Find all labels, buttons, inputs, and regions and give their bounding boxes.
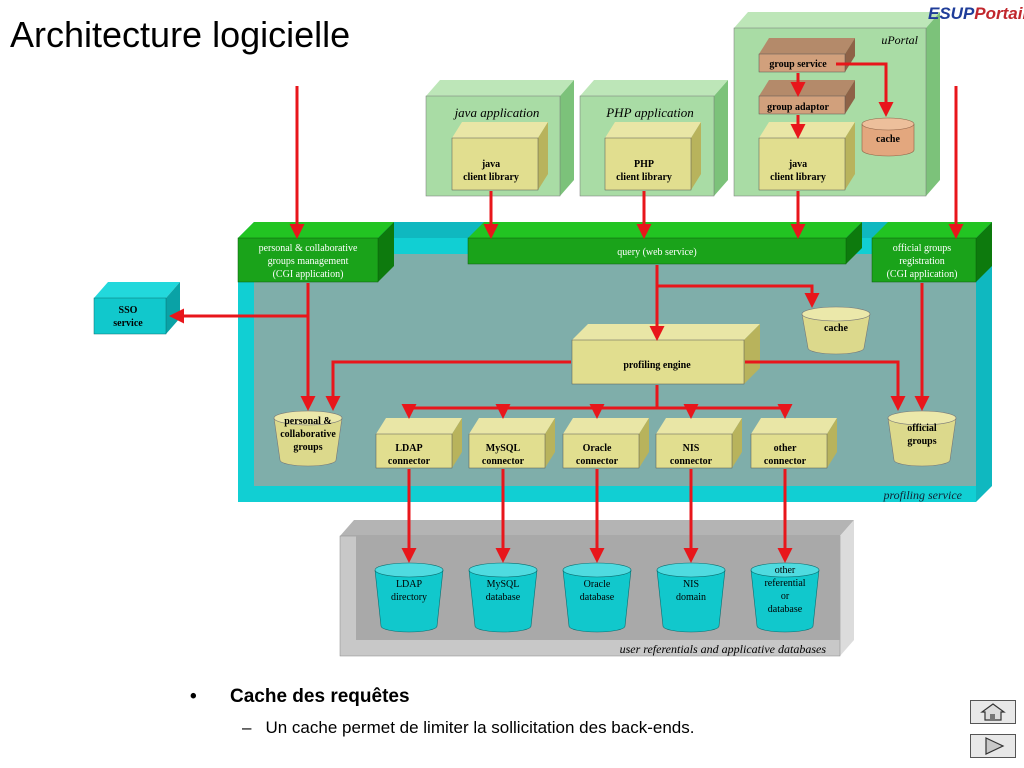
- database-oracle: Oracle database: [562, 562, 632, 633]
- java-client-library-box: java client library: [451, 122, 548, 191]
- ogr-label-3: (CGI application): [887, 269, 958, 280]
- sso-label-2: service: [113, 318, 143, 329]
- database-ldap-label-2: directory: [391, 592, 427, 603]
- play-next-icon: [985, 737, 1005, 755]
- java-client-label-2: client library: [463, 172, 519, 183]
- esup-portail-logo: ESUPPortail: [928, 4, 1024, 24]
- connector-nis: NIS connector: [655, 418, 742, 469]
- database-ldap: LDAP directory: [374, 562, 444, 633]
- group-adaptor-label: group adaptor: [767, 102, 829, 113]
- php-client-label-2: client library: [616, 172, 672, 183]
- database-other-label-3: or: [781, 591, 790, 602]
- database-nis: NIS domain: [656, 562, 726, 633]
- database-ldap-label-1: LDAP: [396, 579, 423, 590]
- java-application-container: java application: [425, 80, 574, 197]
- connector-ldap-label-2: connector: [388, 456, 431, 467]
- connector-oracle-label-1: Oracle: [583, 443, 612, 454]
- java-application-label: java application: [453, 105, 540, 120]
- slide-title: Architecture logicielle: [10, 14, 351, 55]
- next-slide-button[interactable]: [970, 734, 1016, 758]
- sso-service-box: SSO service: [93, 282, 180, 335]
- uportal-cache: cache: [861, 117, 915, 157]
- connector-ldap-label-1: LDAP: [395, 443, 422, 454]
- java-client-label-1: java: [481, 159, 500, 170]
- bullet-sub: –Un cache permet de limiter la sollicita…: [242, 718, 694, 738]
- uportal-label: uPortal: [881, 33, 918, 47]
- group-adaptor-box: group adaptor: [758, 80, 855, 115]
- connector-mysql-label-1: MySQL: [486, 443, 521, 454]
- profiling-cache-label: cache: [824, 323, 848, 334]
- profiling-engine-label: profiling engine: [623, 360, 691, 371]
- database-other: other referential or database: [750, 562, 820, 633]
- profiling-cache: cache: [801, 306, 871, 355]
- official-groups-label-2: groups: [907, 436, 936, 447]
- connector-other: other connector: [750, 418, 837, 469]
- arrow-engine-to-ldap: [401, 385, 659, 419]
- uportal-java-label-2: client library: [770, 172, 826, 183]
- connector-mysql: MySQL connector: [468, 418, 555, 469]
- home-button[interactable]: [970, 700, 1016, 724]
- connector-mysql-label-2: connector: [482, 456, 525, 467]
- connector-oracle: Oracle connector: [562, 418, 649, 469]
- uportal-java-label-1: java: [788, 159, 807, 170]
- personal-groups-label-2: collaborative: [280, 429, 336, 440]
- pgm-label-3: (CGI application): [273, 269, 344, 280]
- uportal-java-client-library-box: java client library: [758, 122, 855, 191]
- database-mysql-label-2: database: [486, 592, 521, 603]
- database-oracle-label-2: database: [580, 592, 615, 603]
- profiling-engine-box: profiling engine: [571, 324, 760, 385]
- arrow-engine-to-other: [657, 404, 793, 419]
- query-web-service-box: query (web service): [467, 222, 862, 265]
- arrow-engine-to-personal-groups: [325, 360, 571, 411]
- connector-ldap: LDAP connector: [375, 418, 462, 469]
- database-nis-label-1: NIS: [683, 579, 699, 590]
- connector-nis-label-1: NIS: [683, 443, 700, 454]
- personal-groups-db: personal & collaborative groups: [273, 410, 343, 467]
- connector-oracle-label-2: connector: [576, 456, 619, 467]
- personal-groups-label-3: groups: [293, 442, 322, 453]
- pgm-label-1: personal & collaborative: [259, 243, 358, 254]
- connector-other-label-1: other: [774, 443, 797, 454]
- logo-part-2: Portail: [974, 4, 1024, 23]
- arrow-group-service-to-cache: [836, 62, 894, 117]
- arrow-engine-to-official-groups: [745, 360, 906, 411]
- personal-groups-label-1: personal &: [284, 416, 332, 427]
- bullet-dot: •: [190, 686, 197, 707]
- database-other-label-2: referential: [764, 578, 805, 589]
- group-service-label: group service: [769, 59, 827, 70]
- query-web-service-label: query (web service): [617, 247, 696, 258]
- database-oracle-label-1: Oracle: [584, 579, 611, 590]
- profiling-service-label: profiling service: [882, 488, 962, 502]
- database-mysql: MySQL database: [468, 562, 538, 633]
- bullet-main-text: Cache des requêtes: [230, 686, 410, 707]
- arrows: [169, 62, 964, 563]
- official-groups-registration-box: official groups registration (CGI applic…: [871, 222, 992, 283]
- logo-part-1: ESUP: [928, 4, 975, 23]
- database-nis-label-2: domain: [676, 592, 706, 603]
- arrow-query-to-cache: [657, 284, 820, 308]
- ogr-label-1: official groups: [893, 243, 952, 254]
- database-other-label-1: other: [775, 565, 796, 576]
- connector-other-label-2: connector: [764, 456, 807, 467]
- database-mysql-label-1: MySQL: [487, 579, 520, 590]
- php-application-label: PHP application: [605, 105, 694, 120]
- official-groups-label-1: official: [907, 423, 937, 434]
- bullet-sub-text: Un cache permet de limiter la sollicitat…: [265, 718, 695, 737]
- connector-nis-label-2: connector: [670, 456, 713, 467]
- sso-label-1: SSO: [119, 305, 138, 316]
- uportal-cache-label: cache: [876, 134, 900, 145]
- php-client-label-1: PHP: [634, 159, 654, 170]
- bullet-dash: –: [242, 718, 252, 737]
- user-referentials-label: user referentials and applicative databa…: [620, 642, 827, 656]
- database-other-label-4: database: [768, 604, 803, 615]
- php-client-library-box: PHP client library: [604, 122, 701, 191]
- personal-groups-management-box: personal & collaborative groups manageme…: [237, 222, 394, 283]
- official-groups-db: official groups: [887, 410, 957, 467]
- pgm-label-2: groups management: [268, 256, 349, 267]
- group-service-box: group service: [758, 38, 855, 73]
- ogr-label-2: registration: [899, 256, 945, 267]
- home-icon: [980, 703, 1006, 721]
